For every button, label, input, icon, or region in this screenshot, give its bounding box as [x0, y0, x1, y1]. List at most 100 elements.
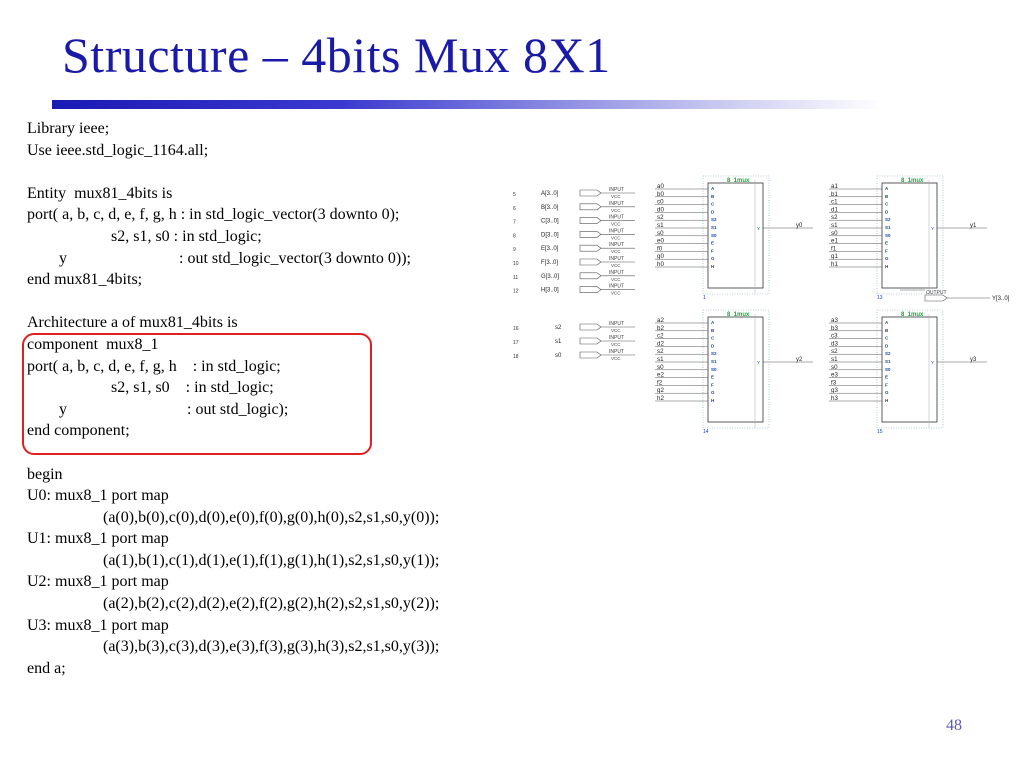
input-tag: INPUT: [609, 228, 624, 234]
pin-number: 7: [513, 220, 516, 226]
mux-port-label: C: [885, 202, 889, 207]
signal-label: c0: [657, 199, 664, 206]
mux-block: [707, 182, 764, 289]
signal-label: d2: [657, 340, 664, 347]
signal-label: d0: [657, 206, 664, 213]
code-line: Entity mux81_4bits is: [27, 184, 173, 202]
vcc-tag: VCC: [611, 328, 621, 333]
mux-block-frame: [702, 175, 770, 295]
signal-label: c2: [657, 333, 664, 340]
signal-label: g3: [831, 387, 838, 394]
code-line: end mux81_4bits;: [27, 271, 143, 289]
code-line: (a(2),b(2),c(2),d(2),e(2),f(2),g(2),h(2)…: [27, 595, 440, 613]
code-line: begin: [27, 465, 63, 483]
signal-label: s1: [831, 222, 838, 229]
mux-block-title: 8_1mux: [901, 178, 924, 184]
signal-label: d1: [831, 206, 838, 213]
signal-label: g0: [657, 253, 664, 260]
mux-port-label: F: [711, 248, 714, 253]
input-tag: INPUT: [609, 284, 624, 290]
code-line: end a;: [27, 659, 66, 677]
mux-port-label: B: [885, 328, 889, 333]
mux-port-label: E: [711, 375, 714, 380]
input-pin-name: C[3..0]: [541, 219, 559, 225]
signal-label: s2: [657, 348, 664, 355]
input-pin-name: A[3..0]: [541, 191, 559, 197]
signal-label: s0: [657, 230, 664, 237]
input-pin-name: s2: [555, 325, 562, 331]
code-line: U2: mux8_1 port map: [27, 573, 169, 591]
code-line: Architecture a of mux81_4bits is: [27, 314, 238, 332]
input-pin-symbol: [579, 351, 602, 359]
mux-port-label: B: [711, 328, 715, 333]
mux-port-label: G: [711, 256, 715, 261]
signal-label: a3: [831, 317, 838, 324]
mux-out-port: Y: [931, 360, 934, 365]
code-line: (a(0),b(0),c(0),d(0),e(0),f(0),g(0),h(0)…: [27, 508, 440, 526]
output-signal-label: y2: [796, 357, 803, 363]
signal-label: e2: [657, 372, 664, 379]
instance-number: 14: [703, 429, 709, 435]
signal-label: e0: [657, 238, 664, 245]
vcc-tag: VCC: [611, 208, 621, 213]
mux-block-frame: [702, 309, 770, 429]
mux-block-title: 8_1mux: [727, 312, 750, 318]
component-highlight-box: [22, 333, 372, 455]
vcc-tag: VCC: [611, 263, 621, 268]
signal-label: b2: [657, 325, 664, 332]
mux-block-frame: [876, 309, 944, 429]
vcc-tag: VCC: [611, 277, 621, 282]
slide-title: Structure – 4bits Mux 8X1: [62, 27, 611, 83]
input-tag: INPUT: [609, 201, 624, 207]
signal-label: s0: [831, 230, 838, 237]
code-line: [27, 291, 439, 313]
mux-port-label: A: [885, 186, 889, 191]
code-line: U0: mux8_1 port map: [27, 487, 169, 505]
signal-label: h0: [657, 261, 664, 268]
mux-port-label: A: [711, 186, 715, 191]
mux-port-label: H: [711, 264, 714, 269]
mux-port-label: S2: [711, 351, 717, 356]
signal-label: d3: [831, 340, 838, 347]
mux-block-frame: [876, 175, 944, 295]
mux-port-label: E: [885, 241, 888, 246]
signal-label: c1: [831, 199, 838, 206]
mux-port-label: D: [711, 343, 715, 348]
code-line: component mux8_1: [27, 335, 159, 353]
mux-port-label: C: [885, 336, 889, 341]
input-pin-symbol: [579, 231, 602, 238]
mux-port-label: D: [711, 209, 715, 214]
input-pin-symbol: [579, 337, 602, 345]
mux-port-label: H: [885, 264, 888, 269]
input-pin-name: G[3..0]: [541, 274, 559, 280]
vcc-tag: VCC: [611, 291, 621, 296]
output-signal-label: y1: [970, 223, 977, 229]
code-line: y : out std_logic);: [27, 400, 289, 418]
title-underline-bar: [52, 100, 882, 109]
mux-block-title: 8_1mux: [727, 178, 750, 184]
input-pin-name: s0: [555, 353, 562, 359]
mux-port-label: C: [711, 202, 715, 207]
code-line: Use ieee.std_logic_1164.all;: [27, 141, 209, 159]
input-tag: INPUT: [609, 349, 624, 355]
input-pin-symbol: [579, 258, 602, 266]
signal-label: s1: [831, 356, 838, 363]
pin-number: 11: [513, 275, 518, 281]
vcc-tag: VCC: [611, 356, 621, 361]
mux-port-label: F: [711, 382, 714, 387]
signal-label: b0: [657, 191, 664, 198]
mux-port-label: S2: [885, 217, 891, 222]
mux-port-label: G: [885, 256, 889, 261]
input-pin-name: s1: [555, 339, 562, 345]
signal-label: s2: [657, 214, 664, 221]
signal-label: s1: [657, 222, 664, 229]
vcc-tag: VCC: [611, 194, 621, 199]
pin-number: 9: [513, 247, 516, 253]
signal-label: s2: [831, 348, 838, 355]
mux-port-label: F: [885, 382, 888, 387]
output-signal-label: y0: [796, 223, 803, 229]
input-tag: INPUT: [609, 242, 624, 248]
page-number: 48: [946, 717, 962, 734]
mux-out-port: Y: [757, 360, 760, 365]
input-pin-symbol: [579, 323, 602, 331]
